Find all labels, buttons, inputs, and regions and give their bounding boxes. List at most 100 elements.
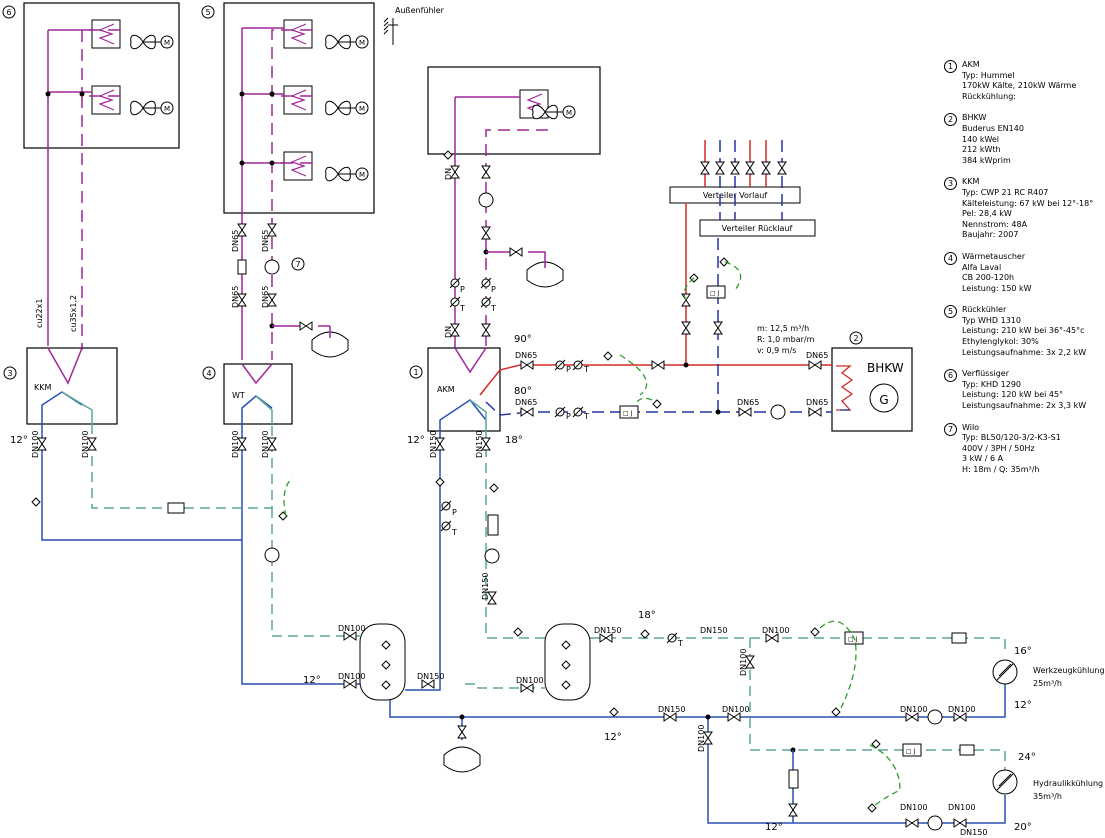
svg-text:DN100: DN100 bbox=[900, 705, 927, 714]
svg-text:DN150: DN150 bbox=[594, 626, 621, 635]
svg-text:5: 5 bbox=[205, 8, 210, 17]
svg-text:T: T bbox=[490, 304, 496, 313]
temp-80: 80° bbox=[514, 386, 532, 397]
svg-text:DN100: DN100 bbox=[722, 705, 749, 714]
svg-text:18°: 18° bbox=[505, 435, 523, 446]
svg-text:1: 1 bbox=[413, 368, 418, 377]
svg-text:T: T bbox=[451, 528, 457, 537]
svg-text:T: T bbox=[459, 304, 465, 313]
svg-text:R: 1,0 mbar/m: R: 1,0 mbar/m bbox=[757, 335, 815, 344]
svg-text:m: 12,5 m³/h: m: 12,5 m³/h bbox=[757, 324, 809, 333]
svg-text:DN150: DN150 bbox=[658, 705, 685, 714]
drycooler-coil-icon bbox=[283, 85, 313, 115]
temp-90: 90° bbox=[514, 334, 532, 345]
svg-text:v: 0,9 m/s: v: 0,9 m/s bbox=[757, 346, 796, 355]
svg-text:T: T bbox=[583, 365, 589, 374]
akm-absorber-box bbox=[427, 347, 501, 432]
svg-text:DN100: DN100 bbox=[739, 649, 748, 676]
glycol-pipe-dashed bbox=[271, 29, 312, 360]
condenser-coil-icon bbox=[91, 19, 121, 49]
svg-text:12°: 12° bbox=[765, 822, 783, 833]
drycooler-coil-icon bbox=[283, 19, 313, 49]
svg-text:P: P bbox=[460, 285, 465, 294]
svg-text:P: P bbox=[566, 412, 571, 421]
svg-text:4: 4 bbox=[206, 369, 211, 378]
return-distributor bbox=[699, 219, 816, 237]
wt-label: WT bbox=[232, 391, 245, 400]
svg-text:DN100: DN100 bbox=[948, 705, 975, 714]
svg-text:DN65: DN65 bbox=[261, 230, 270, 252]
svg-text:DN150: DN150 bbox=[475, 431, 484, 458]
svg-text:DN150: DN150 bbox=[417, 672, 444, 681]
svg-text:DN: DN bbox=[444, 326, 453, 338]
condenser-roof-box bbox=[23, 2, 180, 149]
svg-text:16°: 16° bbox=[1014, 646, 1032, 657]
svg-text:DN65: DN65 bbox=[806, 351, 828, 360]
svg-text:2: 2 bbox=[853, 334, 858, 343]
svg-text:DN100: DN100 bbox=[231, 431, 240, 458]
svg-text:20°: 20° bbox=[1014, 822, 1032, 833]
svg-text:DN65: DN65 bbox=[515, 351, 537, 360]
svg-text:P: P bbox=[566, 365, 571, 374]
svg-text:DN100: DN100 bbox=[697, 725, 706, 752]
svg-text:DN65: DN65 bbox=[261, 286, 270, 308]
outdoor-sensor-label: Außenfühler bbox=[395, 6, 445, 15]
svg-text:Verteiler Rücklauf: Verteiler Rücklauf bbox=[722, 224, 793, 233]
svg-text:DN65: DN65 bbox=[231, 286, 240, 308]
svg-text:DN100: DN100 bbox=[81, 431, 90, 458]
consumer-name-1: Werkzeugkühlung bbox=[1033, 666, 1105, 675]
drycooler-roof-box bbox=[223, 2, 375, 214]
svg-text:T: T bbox=[677, 639, 683, 648]
consumer-name-2: Hydraulikkühlung bbox=[1033, 779, 1103, 788]
pipe-label-cu35: cu35x1,2 bbox=[69, 295, 78, 332]
svg-text:DN100: DN100 bbox=[31, 431, 40, 458]
svg-text:DN150: DN150 bbox=[481, 573, 490, 600]
condenser-coil-icon bbox=[91, 85, 121, 115]
consumer-flow-2: 35m³/h bbox=[1033, 792, 1062, 801]
akm-label: AKM bbox=[437, 385, 455, 394]
svg-text:P: P bbox=[491, 285, 496, 294]
svg-text:T: T bbox=[583, 412, 589, 421]
kkm-chiller-box bbox=[26, 347, 118, 425]
akm-recooler-box bbox=[427, 66, 601, 155]
pipe-label-cu22: cu22x1 bbox=[35, 299, 44, 328]
kkm-label: KKM bbox=[34, 383, 51, 392]
fan-motor-icon bbox=[130, 34, 174, 50]
unit-markers: 6 5 7 3 4 1 2 bbox=[2, 5, 863, 380]
svg-text:DN150: DN150 bbox=[429, 431, 438, 458]
svg-text:DN65: DN65 bbox=[806, 398, 828, 407]
generator-icon bbox=[869, 383, 899, 413]
svg-text:24°: 24° bbox=[1018, 752, 1036, 763]
chp-unit-box bbox=[831, 347, 913, 432]
svg-text:12°: 12° bbox=[1014, 700, 1032, 711]
svg-text:DN65: DN65 bbox=[231, 230, 240, 252]
consumer-flow-1: 25m³/h bbox=[1033, 679, 1062, 688]
svg-text:DN65: DN65 bbox=[737, 398, 759, 407]
svg-text:18°: 18° bbox=[638, 610, 656, 621]
svg-text:DN: DN bbox=[444, 168, 453, 180]
svg-text:DN100: DN100 bbox=[338, 672, 365, 681]
distributor-branches bbox=[700, 140, 787, 220]
svg-text:DN100: DN100 bbox=[338, 624, 365, 633]
heating-supply-pipe bbox=[520, 203, 832, 366]
svg-text:DN100: DN100 bbox=[762, 626, 789, 635]
svg-text:3: 3 bbox=[7, 369, 12, 378]
expansion-tank-icon bbox=[443, 746, 481, 773]
fan-motor-icon bbox=[325, 100, 369, 116]
svg-text:12°: 12° bbox=[407, 435, 425, 446]
svg-text:G: G bbox=[879, 393, 888, 407]
fan-motor-icon bbox=[532, 104, 576, 120]
fan-motor-icon bbox=[325, 34, 369, 50]
svg-text:P: P bbox=[452, 508, 457, 517]
svg-text:7: 7 bbox=[295, 260, 300, 269]
svg-text:6: 6 bbox=[6, 8, 11, 17]
svg-text:DN100: DN100 bbox=[948, 803, 975, 812]
fan-motor-icon bbox=[325, 166, 369, 182]
